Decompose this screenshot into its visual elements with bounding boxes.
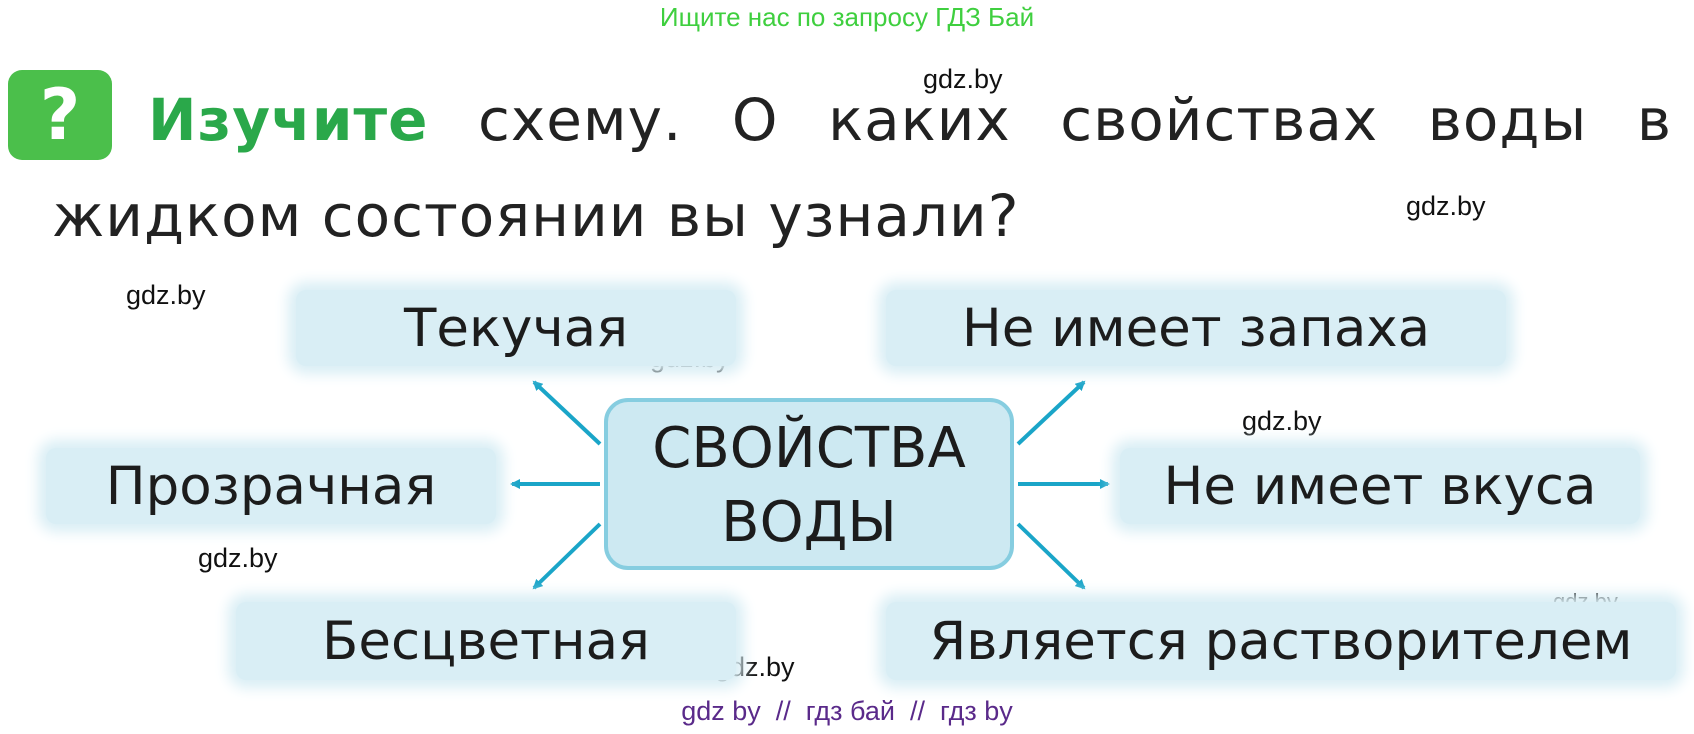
task-question: Изучите схему. О каких свойствах воды в … [52, 72, 1672, 264]
center-node-line1: СВОЙСТВА [652, 416, 966, 481]
question-mark-icon: ? [8, 70, 112, 160]
property-odorless: Не имеет запаха [886, 290, 1506, 366]
watermark: gdz.by [1406, 191, 1486, 221]
task-keyword: Изучите [148, 86, 429, 154]
property-colorless: Бесцветная [236, 602, 736, 680]
arrow-to-solvent [1016, 522, 1086, 590]
property-solvent: Является растворителем [886, 602, 1676, 680]
watermark: gdz.by [923, 64, 1003, 94]
watermark: gdz.by [198, 543, 278, 573]
footer: gdz by // гдз бай // гдз by [681, 696, 1013, 726]
property-tasteless: Не имеет вкуса [1120, 448, 1640, 524]
center-node-line2: ВОДЫ [721, 490, 897, 555]
property-flowing: Текучая [296, 290, 736, 366]
arrow-to-flowing [532, 380, 602, 446]
task-text: схему. О каких свойствах воды в жидком с… [52, 86, 1672, 250]
watermark: gdz.by [1242, 406, 1322, 436]
top-banner: Ищите нас по запросу ГДЗ Бай [659, 2, 1035, 32]
watermark: gdz.by [126, 280, 206, 310]
center-node: СВОЙСТВА ВОДЫ [604, 398, 1014, 570]
property-transparent: Прозрачная [46, 448, 496, 524]
arrow-to-odorless [1016, 380, 1086, 446]
arrow-to-colorless [532, 522, 602, 590]
